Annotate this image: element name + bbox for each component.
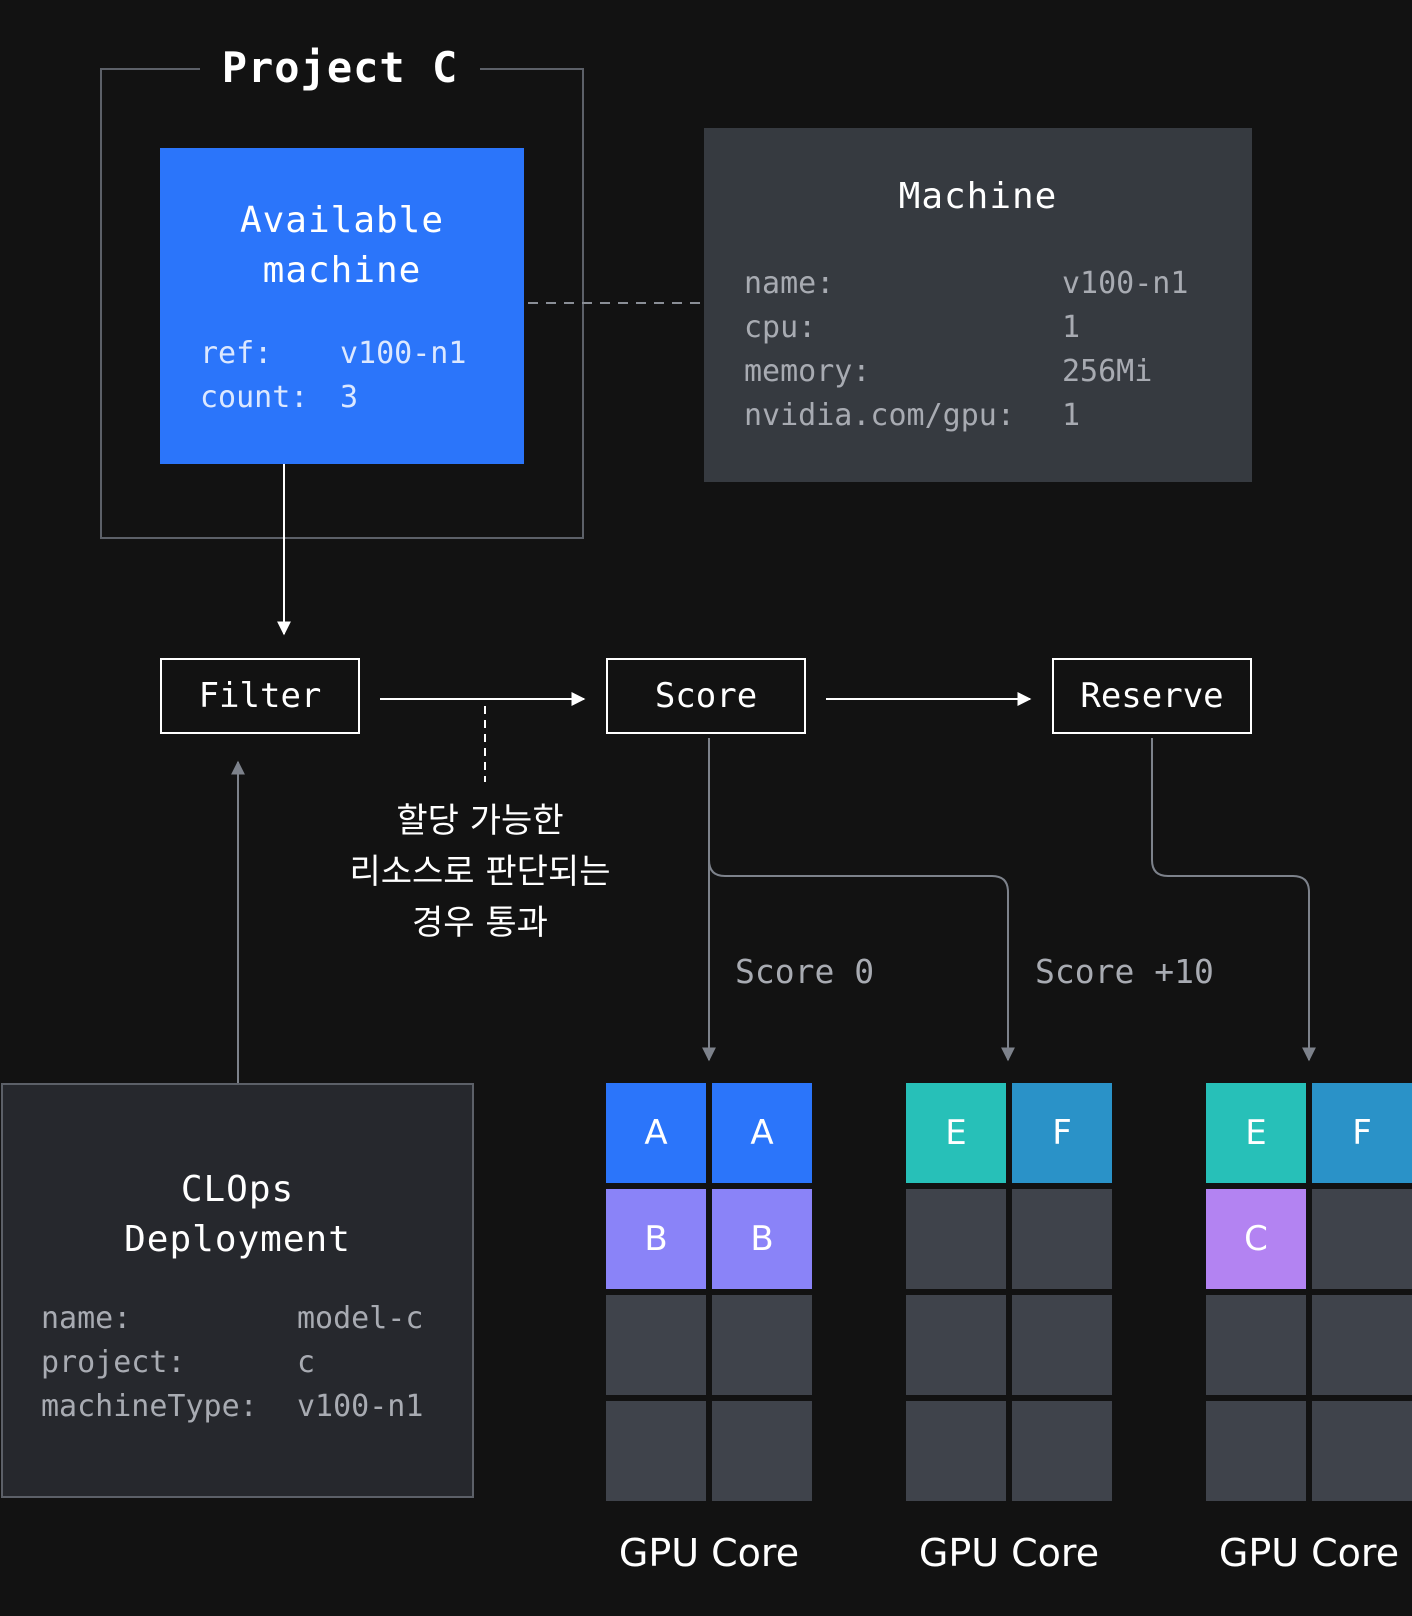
gpu-core-label: GPU Core bbox=[618, 1531, 800, 1575]
filter-stage: Filter bbox=[160, 658, 360, 734]
machine-field-cpu-value: 1 bbox=[1062, 310, 1081, 345]
filter-note: 할당 가능한 리소스로 판단되는 경우 통과 bbox=[349, 801, 611, 943]
gpu-core-cell bbox=[1012, 1401, 1112, 1501]
deployment-title: CLOps Deployment bbox=[124, 1169, 351, 1260]
gpu-core-cell bbox=[1012, 1189, 1112, 1289]
machine-field-cpu-key: cpu: bbox=[744, 310, 817, 345]
deployment-box: CLOps Deployment name: model-c project: … bbox=[1, 1083, 474, 1498]
gpu-core-cell bbox=[1206, 1401, 1306, 1501]
available-field-ref-value: v100-n1 bbox=[340, 336, 467, 371]
machine-field-gpu-key: nvidia.com/gpu: bbox=[744, 398, 1015, 433]
available-machine-box: Available machine ref: v100-n1 count: 3 bbox=[160, 148, 524, 464]
gpu-core-cell: F bbox=[1312, 1083, 1412, 1183]
gpu-core-cell: A bbox=[712, 1083, 812, 1183]
deployment-field-name-key: name: bbox=[41, 1301, 132, 1336]
score-plus-ten-label: Score +10 bbox=[1035, 952, 1214, 991]
gpu-core-cell bbox=[1206, 1295, 1306, 1395]
gpu-core-cell bbox=[1312, 1189, 1412, 1289]
gpu-core-cell: B bbox=[606, 1189, 706, 1289]
project-title: Project C bbox=[200, 40, 480, 96]
score-zero-label: Score 0 bbox=[735, 952, 875, 991]
machine-field-gpu-value: 1 bbox=[1062, 398, 1081, 433]
gpu-core-cell bbox=[1312, 1295, 1412, 1395]
gpu-core-cell bbox=[1012, 1295, 1112, 1395]
machine-field-name-key: name: bbox=[744, 266, 835, 301]
machine-box: Machine name: v100-n1 cpu: 1 memory: 256… bbox=[704, 128, 1252, 482]
gpu-core-cell bbox=[606, 1401, 706, 1501]
gpu-core-cell bbox=[606, 1295, 706, 1395]
gpu-core-label: GPU Core bbox=[1218, 1531, 1400, 1575]
gpu-core-label: GPU Core bbox=[918, 1531, 1100, 1575]
available-machine-title: Available machine bbox=[239, 200, 445, 291]
machine-title: Machine bbox=[898, 176, 1058, 217]
deployment-field-machinetype-value: v100-n1 bbox=[297, 1389, 424, 1424]
deployment-field-name-value: model-c bbox=[297, 1301, 424, 1336]
reserve-to-grid3-arrow bbox=[1151, 738, 1316, 1062]
gpu-core-cell: E bbox=[906, 1083, 1006, 1183]
gpu-core-cell: E bbox=[1206, 1083, 1306, 1183]
gpu-core-cell: B bbox=[712, 1189, 812, 1289]
deployment-field-machinetype-key: machineType: bbox=[41, 1389, 258, 1424]
gpu-core-cell bbox=[906, 1189, 1006, 1289]
gpu-core-cell: C bbox=[1206, 1189, 1306, 1289]
project-frame bbox=[100, 68, 584, 539]
score-stage: Score bbox=[606, 658, 806, 734]
deployment-field-project-value: c bbox=[297, 1345, 316, 1380]
gpu-core-cell: F bbox=[1012, 1083, 1112, 1183]
gpu-core-cell bbox=[712, 1295, 812, 1395]
gpu-core-cell bbox=[712, 1401, 812, 1501]
score-to-grid2-arrow bbox=[708, 859, 1015, 1062]
gpu-core-cell: A bbox=[606, 1083, 706, 1183]
machine-field-name-value: v100-n1 bbox=[1062, 266, 1189, 301]
gpu-core-cell bbox=[1312, 1401, 1412, 1501]
available-field-count-key: count: bbox=[200, 380, 309, 415]
machine-field-memory-value: 256Mi bbox=[1062, 354, 1153, 389]
gpu-core-cell bbox=[906, 1295, 1006, 1395]
deployment-field-project-key: project: bbox=[41, 1345, 186, 1380]
gpu-core-cell bbox=[906, 1401, 1006, 1501]
available-field-ref-key: ref: bbox=[200, 336, 273, 371]
reserve-stage: Reserve bbox=[1052, 658, 1252, 734]
available-field-count-value: 3 bbox=[340, 380, 359, 415]
machine-field-memory-key: memory: bbox=[744, 354, 871, 389]
